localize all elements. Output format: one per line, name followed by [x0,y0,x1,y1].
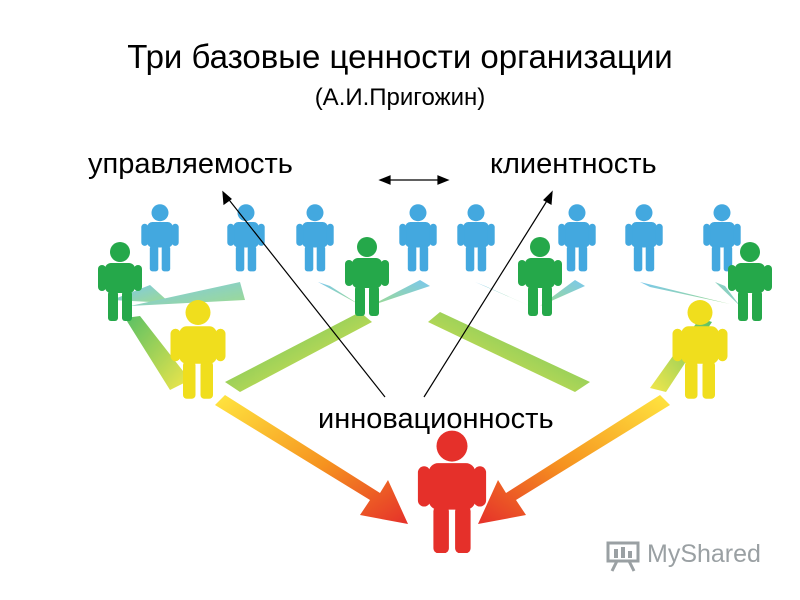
arrow-to-clientness [423,195,551,398]
value-innovativeness: инновационность [318,403,554,435]
top-level-connectors [112,280,740,306]
arrow-to-manageability [225,195,386,398]
watermark: MyShared [603,538,768,572]
top-level-people [141,204,741,272]
root-arrows [215,395,670,524]
slide-title: Три базовые ценности организации [127,38,673,75]
root-person [417,430,487,554]
presentation-board-icon [606,541,640,572]
watermark-text: MyShared [647,540,761,568]
slide-author: (А.И.Пригожин) [314,84,486,111]
value-relations [222,175,553,398]
value-manageability: управляемость [88,148,293,180]
value-clientness: клиентность [490,148,657,180]
